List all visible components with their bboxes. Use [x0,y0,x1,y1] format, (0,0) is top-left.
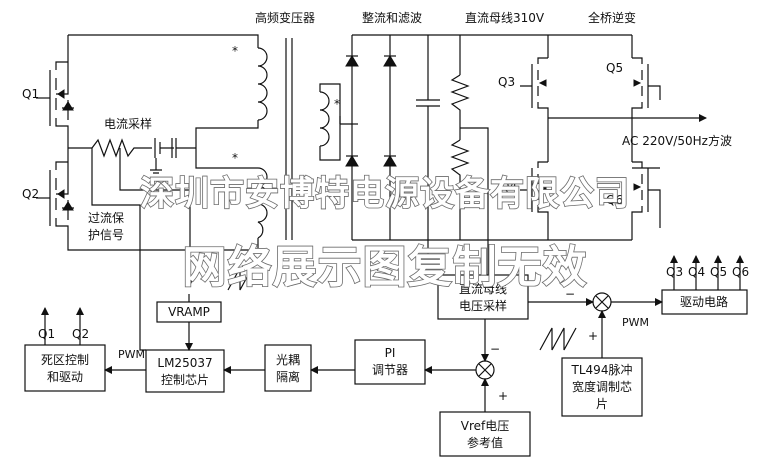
rectifier-title: 整流和滤波 [362,10,422,25]
polarity-star-1: * [232,44,238,58]
transformer-title: 高频变压器 [255,10,315,25]
tl494-label-2: 宽度调制芯 [572,379,632,394]
current-sampling-label: 电流采样 [104,116,152,131]
dc-bus-title: 直流母线310V [465,11,545,25]
optocoupler-label-1: 光耦 [276,353,300,367]
sawtooth-waveform [539,327,577,351]
dc-sample-label-1: 直流母线 [459,282,507,296]
control-section: VRAMP LM25037 控制芯片 死区控制 和驱动 光耦 隔离 PI 调节器… [24,255,748,457]
dc-bus-sample-block [437,274,529,320]
pwm-label-left: PWM [118,348,145,361]
optocoupler-block [264,344,312,392]
tl494-label-3: 片 [596,397,608,411]
q2-mosfet [36,161,74,235]
q3-label: Q3 [498,75,515,89]
drive-circuit-block [661,289,748,315]
overcurrent-label-1: 过流保 [88,211,124,225]
vramp-label: VRAMP [168,305,210,319]
q1-label: Q1 [22,87,39,101]
watermark-company: 深圳市安博特电源设备有限公司 [140,174,630,214]
ac-output-label: AC 220V/50Hz方波 [622,133,732,148]
vref-block [439,411,531,457]
ramp-waveform [227,267,253,291]
primary-half-bridge [36,34,259,325]
dc-bus-divider [450,35,489,275]
q2-label: Q2 [22,187,39,201]
drive-out-q6: Q6 [732,265,749,279]
dc-sample-label-2: 电压采样 [459,298,507,313]
tl494-block [561,357,643,417]
pwm-plus-sign: + [588,329,598,343]
deadtime-out-q1: Q1 [38,327,55,341]
drive-out-q3: Q3 [666,265,683,279]
lm25037-label-2: 控制芯片 [161,373,209,387]
error-summing-junction [475,360,495,380]
polarity-star-2: * [232,151,238,165]
deadtime-block [24,344,106,392]
pwm-summing-junction [592,292,612,312]
error-plus-sign: + [498,389,508,403]
drive-out-q4: Q4 [688,265,705,279]
inverter-title: 全桥逆变 [588,10,636,25]
rectifier-bridge [339,34,560,267]
watermark-notice: 网络展示图复制无效 [183,242,588,293]
polarity-star-3: * [334,97,340,111]
hf-transformer: * * * [212,38,341,240]
optocoupler-label-2: 隔离 [276,369,300,384]
full-bridge-inverter [520,34,707,241]
overcurrent-label-2: 护信号 [88,228,124,242]
pwm-label-right: PWM [622,316,649,329]
lm25037-label-1: LM25037 [157,356,212,370]
deadtime-out-q2: Q2 [72,327,89,341]
drive-out-q5: Q5 [710,265,727,279]
pi-label-1: PI [385,346,396,360]
error-minus-sign: − [490,342,500,356]
tl494-label-1: TL494脉冲 [571,362,633,377]
pi-regulator-block [354,339,426,385]
vref-label-2: 参考值 [467,435,503,450]
vref-label-1: Vref电压 [461,419,510,433]
pi-label-2: 调节器 [372,363,408,377]
q6-label: Q6 [606,193,623,207]
deadtime-label-1: 死区控制 [41,353,89,367]
q1-mosfet [36,61,74,135]
pwm-minus-sign: − [565,287,575,301]
deadtime-label-2: 和驱动 [47,370,83,384]
lm25037-block [145,349,225,393]
q4-label: Q4 [500,179,517,193]
q5-label: Q5 [606,61,623,75]
drive-circuit-label: 驱动电路 [680,294,728,309]
